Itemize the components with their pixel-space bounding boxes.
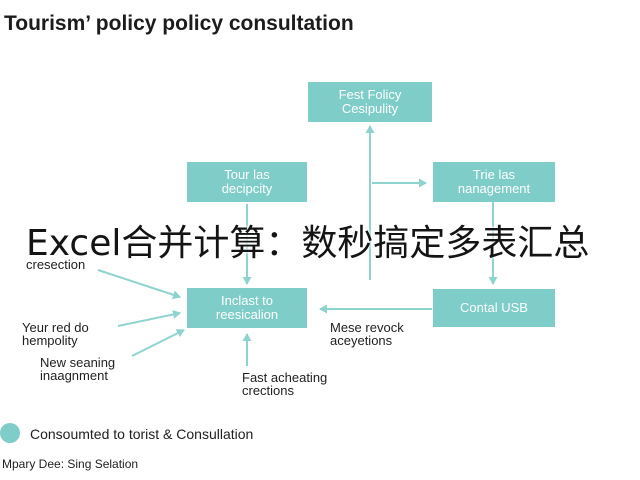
arrow-yourred-to-center	[117, 310, 181, 327]
label-new-seaning: New seaning inaagnment	[40, 355, 116, 383]
box-trie-las: Trie las nanagement	[433, 162, 555, 202]
diagram-title: Tourism’ policy policy consultation	[4, 12, 354, 35]
legend-marker	[0, 423, 20, 443]
arrow-newseaning-to-center	[131, 329, 185, 357]
footer-note: Mpary Dee: Sing Selation	[2, 457, 139, 471]
label-fast: Fast acheating crections	[242, 370, 328, 398]
label-cresection: cresection	[26, 257, 86, 272]
box-inclast: Inclast to reesicalion	[187, 288, 307, 328]
box-tour-las: Tour las decipcity	[187, 162, 307, 202]
label-mese: Mese revock aceyetions	[330, 320, 404, 348]
box-fest-folicy: Fest Folicy Cesipulity	[308, 82, 432, 122]
label-your-red: Yeur red do hempolity	[22, 320, 89, 348]
arrow-cresection-to-center	[97, 269, 181, 300]
overlay-banner-text: Excel合并计算：数秒搞定多表汇总	[26, 223, 590, 264]
legend-label: Consoumted to torist & Consullation	[30, 426, 254, 442]
box-contal-usb: Contal USB	[433, 289, 555, 327]
